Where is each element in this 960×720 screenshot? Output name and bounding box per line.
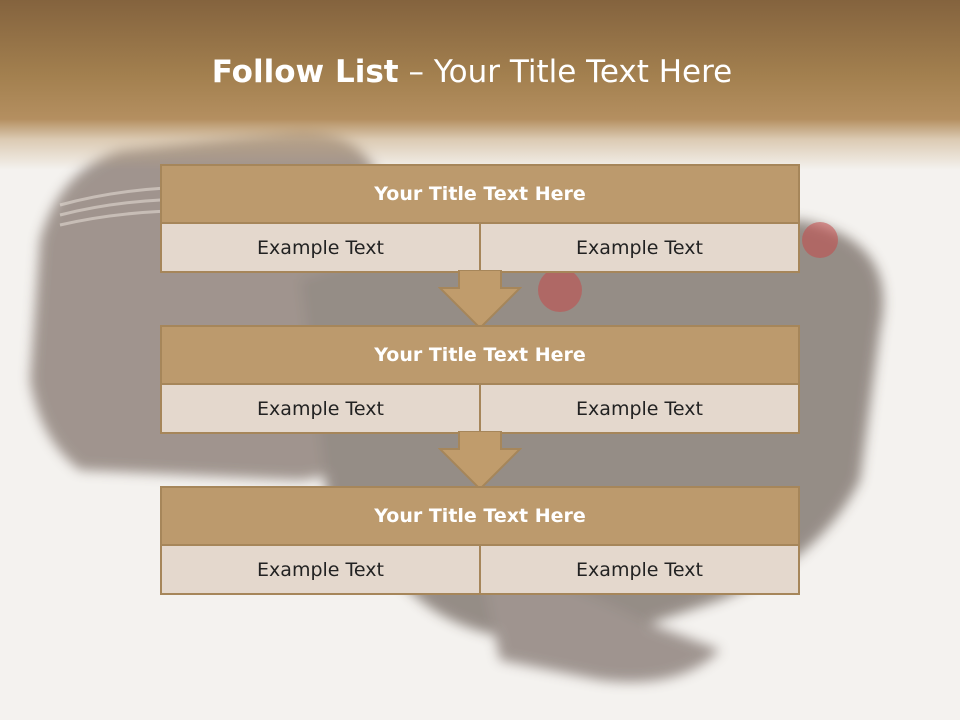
step-box-2: Your Title Text Here Example Text Exampl… (160, 325, 800, 434)
header-band (0, 0, 960, 170)
step-box-row: Example Text Example Text (162, 385, 798, 432)
step-box-title: Your Title Text Here (162, 166, 798, 224)
step-box-left-text: Example Text (162, 224, 481, 271)
step-box-right-text: Example Text (481, 546, 798, 593)
step-box-row: Example Text Example Text (162, 224, 798, 271)
down-arrow-icon (438, 270, 522, 330)
step-box-left-text: Example Text (162, 385, 481, 432)
step-box-row: Example Text Example Text (162, 546, 798, 593)
step-box-title: Your Title Text Here (162, 327, 798, 385)
step-box-right-text: Example Text (481, 385, 798, 432)
down-arrow-icon (438, 431, 522, 491)
slide-title-bold: Follow List (211, 54, 399, 90)
slide-title-rest: – Your Title Text Here (398, 54, 733, 90)
step-box-3: Your Title Text Here Example Text Exampl… (160, 486, 800, 595)
step-box-1: Your Title Text Here Example Text Exampl… (160, 164, 800, 273)
step-box-title: Your Title Text Here (162, 488, 798, 546)
step-box-left-text: Example Text (162, 546, 481, 593)
step-box-right-text: Example Text (481, 224, 798, 271)
slide-title: Follow List – Your Title Text Here (0, 54, 944, 90)
